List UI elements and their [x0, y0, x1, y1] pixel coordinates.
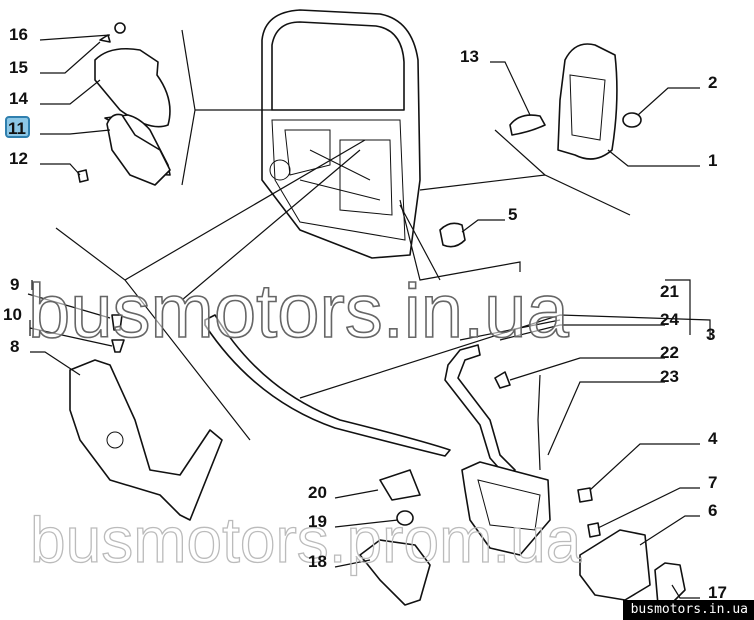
- label-9: 9: [10, 275, 19, 294]
- watermark-secondary: busmotors.prom.ua: [30, 504, 582, 576]
- label-20: 20: [308, 483, 327, 502]
- label-7: 7: [708, 473, 717, 492]
- part-18-cover: [359, 539, 431, 606]
- label-17: 17: [708, 583, 727, 602]
- label-3: 3: [706, 325, 715, 344]
- label-21: 21: [660, 282, 679, 301]
- label-2: 2: [708, 73, 717, 92]
- label-22: 22: [660, 343, 679, 362]
- label-16: 16: [9, 25, 28, 44]
- part-13-cover: [509, 114, 546, 136]
- label-1: 1: [708, 151, 717, 170]
- part-labels: 16 15 14 11 12 13 2 1 5 9 10 8 21 24 3 2…: [3, 25, 727, 602]
- part-6-striker: [579, 529, 651, 601]
- part-lock-assembly: [461, 461, 551, 556]
- part-5-grommet: [439, 222, 466, 248]
- part-4-bolt: [577, 487, 593, 503]
- label-4: 4: [708, 429, 718, 448]
- label-15: 15: [9, 58, 28, 77]
- label-5: 5: [508, 205, 517, 224]
- cable: [204, 314, 451, 457]
- label-19: 19: [308, 512, 327, 531]
- label-10: 10: [3, 305, 22, 324]
- part-14-inner-handle-bezel: [94, 47, 171, 128]
- label-13: 13: [460, 47, 479, 66]
- label-18: 18: [308, 552, 327, 571]
- label-12: 12: [9, 149, 28, 168]
- label-14: 14: [9, 89, 28, 108]
- label-11[interactable]: 11: [8, 119, 26, 138]
- label-23: 23: [660, 367, 679, 386]
- part-20-pad: [379, 469, 421, 501]
- watermark-main: busmotors.in.ua: [28, 269, 569, 354]
- label-6: 6: [708, 501, 717, 520]
- part-8-bracket: [69, 359, 223, 521]
- rod-21: [444, 344, 516, 476]
- part-2-plug: [622, 112, 642, 128]
- part-19-plug: [396, 510, 414, 526]
- part-17-plate: [654, 562, 686, 606]
- part-1-outer-handle: [557, 43, 618, 160]
- label-24: 24: [660, 310, 679, 329]
- part-11-handle-frame: [106, 113, 171, 186]
- label-11-highlight: [5, 116, 30, 138]
- label-8: 8: [10, 337, 19, 356]
- door-frame: [261, 9, 421, 259]
- site-badge: busmotors.in.ua: [622, 600, 754, 620]
